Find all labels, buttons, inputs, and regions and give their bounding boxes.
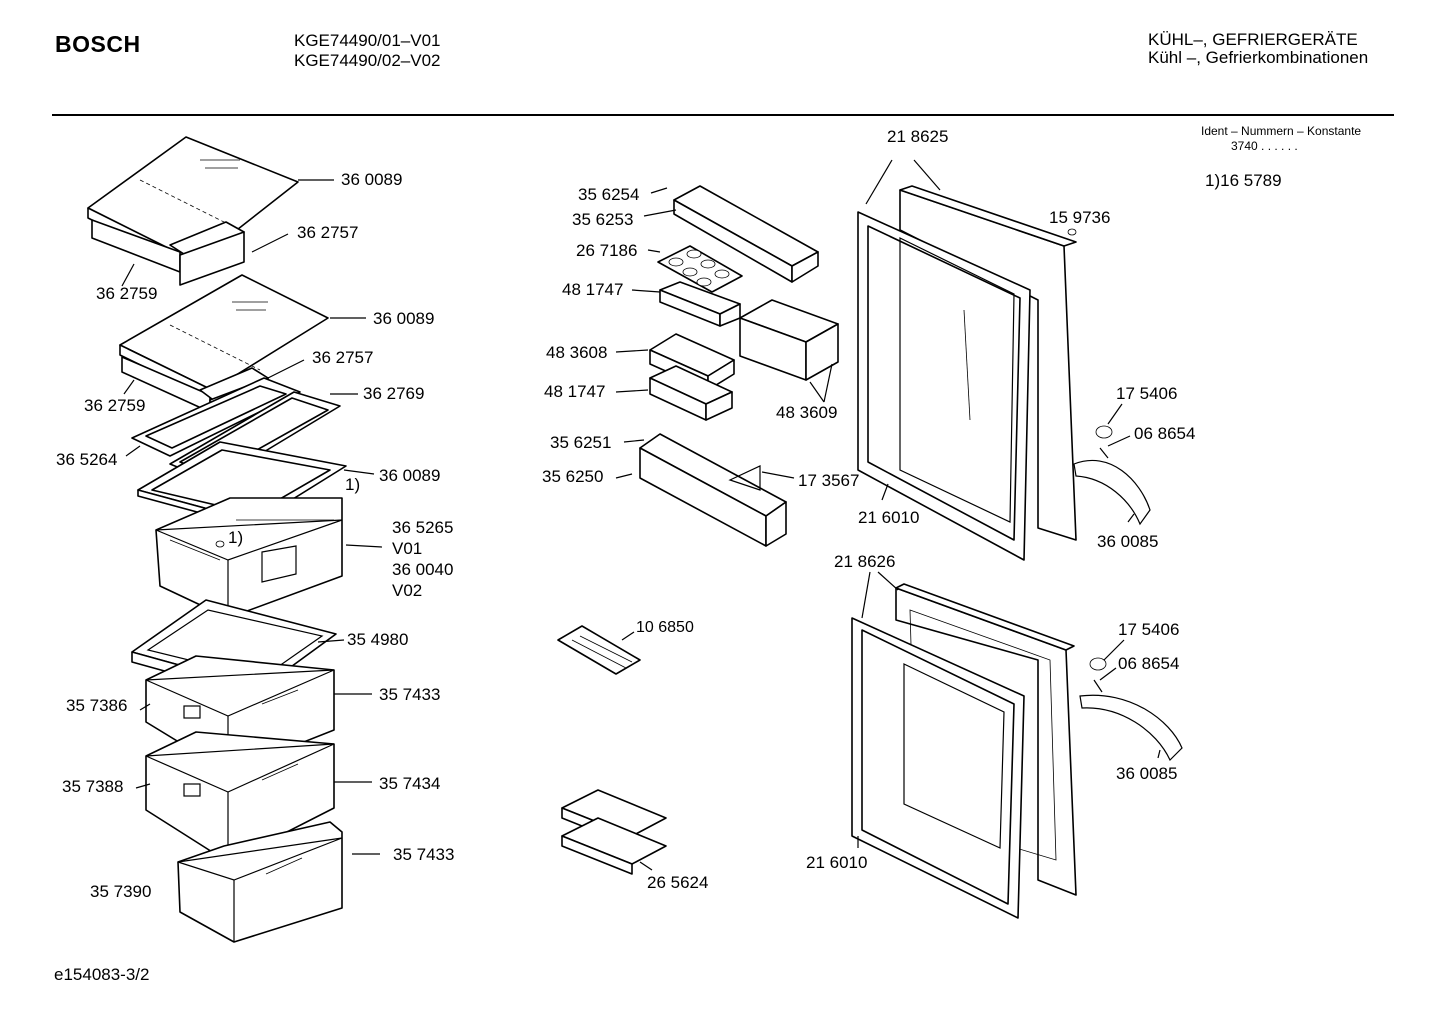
- fridge-door-gasket: [857, 211, 1031, 561]
- callout-part-number: 36 0089: [341, 170, 403, 189]
- callout-part-number: 35 7386: [66, 696, 128, 715]
- callout-part-number: 36 0040: [392, 560, 454, 579]
- door-shelf-top: [673, 185, 819, 283]
- category-title: KÜHL–, GEFRIERGERÄTE: [1148, 30, 1358, 49]
- callout-part-number: 06 8654: [1134, 424, 1196, 443]
- callout-part-number: 48 3608: [546, 343, 608, 362]
- callout-part-number: 36 2759: [84, 396, 146, 415]
- freezer-handle-cap: [1089, 657, 1107, 693]
- callout-footnote-marker: 1): [345, 475, 361, 494]
- footnote-reference: 1)16 5789: [1205, 171, 1282, 190]
- vegetable-drawer: [155, 497, 343, 619]
- callout-part-number: 35 4980: [347, 630, 409, 649]
- callout-part-number: 35 6251: [550, 433, 612, 452]
- freezer-drawer-3: [177, 821, 343, 943]
- handle-screw: [1099, 447, 1109, 459]
- callout-part-number: 35 6253: [572, 210, 634, 229]
- model-number-2: KGE74490/02–V02: [294, 51, 441, 70]
- ident-value: 3740 . . . . . .: [1231, 139, 1298, 153]
- callout-part-number: 21 6010: [806, 853, 868, 872]
- callout-part-number: 36 0089: [379, 466, 441, 485]
- callout-part-number: 36 0085: [1097, 532, 1159, 551]
- callout-variant: V01: [392, 539, 423, 558]
- callout-part-number: 48 3609: [776, 403, 838, 422]
- callout-part-number: 06 8654: [1118, 654, 1180, 673]
- header-divider: [52, 114, 1394, 116]
- category-subtitle: Kühl –, Gefrierkombinationen: [1148, 48, 1369, 67]
- document-id: e154083-3/2: [54, 965, 150, 984]
- callout-part-number: 36 2757: [312, 348, 374, 367]
- callout-part-number: 35 6250: [542, 467, 604, 486]
- callout-part-number: 36 2769: [363, 384, 425, 403]
- callout-part-number: 36 5265: [392, 518, 454, 537]
- fridge-handle: [1073, 459, 1151, 526]
- glass-cover-frame: [131, 377, 301, 457]
- door-bin-medium: [739, 299, 839, 381]
- callout-part-number: 36 5264: [56, 450, 118, 469]
- callout-part-number: 21 8625: [887, 127, 949, 146]
- handle-cap: [1067, 228, 1113, 439]
- door-bin-small-3: [649, 365, 733, 421]
- ident-label: Ident – Nummern – Konstante: [1201, 124, 1362, 138]
- callout-footnote-marker: 1): [228, 528, 244, 547]
- bottle-shelf: [639, 433, 787, 547]
- callout-part-number: 48 1747: [562, 280, 624, 299]
- callout-part-number: 17 5406: [1116, 384, 1178, 403]
- callout-part-number: 36 0089: [373, 309, 435, 328]
- callout-part-number: 35 7433: [379, 685, 441, 704]
- freezer-door-gasket: [851, 617, 1025, 919]
- callout-part-number: 35 6254: [578, 185, 640, 204]
- door-bin-small-1: [659, 281, 741, 327]
- cold-packs: [561, 789, 667, 875]
- callout-part-number: 10 6850: [636, 619, 694, 636]
- freezer-door-panel: [895, 583, 1077, 896]
- callout-part-number: 36 0085: [1116, 764, 1178, 783]
- freezer-handle: [1079, 694, 1183, 762]
- callout-part-number: 35 7390: [90, 882, 152, 901]
- leader-lines: [121, 159, 1161, 871]
- fridge-door-panel: [899, 185, 1077, 541]
- callout-part-number: 21 6010: [858, 508, 920, 527]
- callout-part-number: 48 1747: [544, 382, 606, 401]
- model-number-1: KGE74490/01–V01: [294, 31, 441, 50]
- ice-cube-tray: [557, 625, 641, 675]
- callout-part-number: 35 7388: [62, 777, 124, 796]
- egg-tray: [657, 245, 743, 293]
- callout-part-number: 17 5406: [1118, 620, 1180, 639]
- callout-part-number: 36 2759: [96, 284, 158, 303]
- callout-part-number: 35 7434: [379, 774, 441, 793]
- callout-variant: V02: [392, 581, 423, 600]
- callout-part-number: 17 3567: [798, 471, 860, 490]
- callout-part-number: 15 9736: [1049, 208, 1111, 227]
- callout-part-number: 36 2757: [297, 223, 359, 242]
- callout-part-number: 35 7433: [393, 845, 455, 864]
- brand-logo: BOSCH: [55, 31, 141, 57]
- freezer-drawer-2: [145, 731, 335, 863]
- callout-part-number: 26 5624: [647, 873, 709, 892]
- callout-part-number: 26 7186: [576, 241, 638, 260]
- callout-part-number: 21 8626: [834, 552, 896, 571]
- shelf-holder-1: [91, 219, 245, 286]
